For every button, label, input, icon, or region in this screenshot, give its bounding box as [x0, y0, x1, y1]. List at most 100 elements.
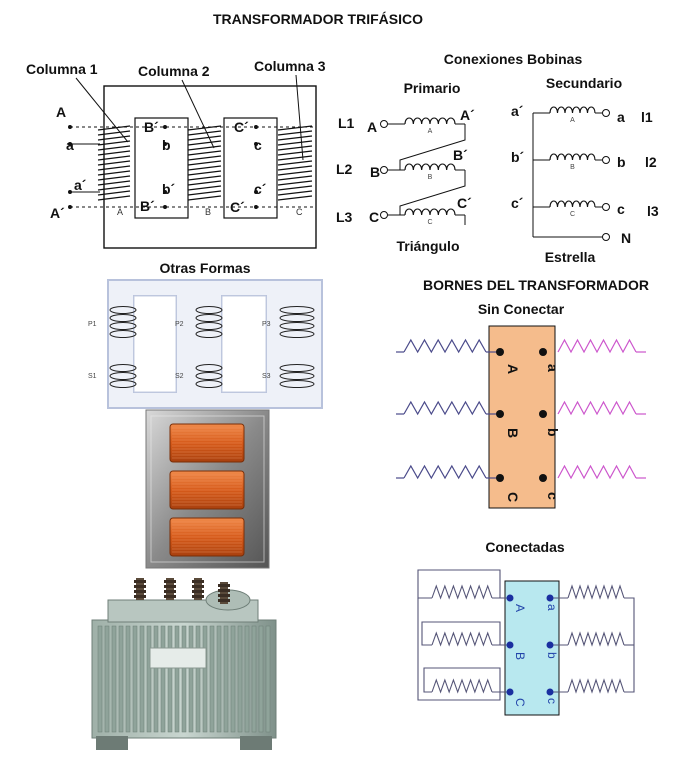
shell-coil-turn [109, 306, 137, 314]
conn-dot [546, 594, 554, 602]
primary-start-B: B [370, 164, 380, 180]
shell-coils [109, 306, 315, 388]
bushing-ring [218, 584, 230, 587]
tank-fins [97, 625, 271, 733]
board-label-c: c [545, 492, 561, 500]
shell-coil-turn [279, 322, 315, 330]
winding-turn [187, 150, 222, 156]
core-outer-frame [103, 85, 317, 249]
conn-label-A: A [513, 604, 527, 612]
bushing-ring [134, 580, 146, 583]
tank-fin [125, 625, 131, 733]
board-terminal-dot [496, 348, 504, 356]
pointer-column-2 [181, 79, 215, 149]
left-coil [403, 464, 487, 480]
shell-coil-turn [195, 372, 223, 380]
bushing-ring [164, 585, 176, 588]
board-label-B: B [505, 428, 521, 438]
shell-coil-turn [109, 330, 137, 338]
winding-turn [277, 185, 313, 191]
coil [404, 117, 456, 125]
conn-dot [546, 688, 554, 696]
left-coil [431, 584, 493, 600]
shell-coil-turn [195, 380, 223, 388]
tank-fin [223, 625, 229, 733]
label-P3: P3 [262, 321, 271, 328]
left-coil [431, 631, 493, 647]
core-shell-window-1 [133, 295, 177, 393]
winding-turn [97, 130, 131, 136]
other-forms: Otras Formas P1 P2 P3 S1 S2 S3 [88, 260, 323, 750]
shell-coil-turn [279, 306, 315, 314]
tank-fin [258, 625, 264, 733]
unconnected-title: Sin Conectar [478, 301, 565, 317]
line-L2: L2 [336, 161, 353, 177]
tank-fin [118, 625, 124, 733]
coil-connections: Conexiones Bobinas Primario Secundario A… [336, 51, 659, 265]
delta-wire [417, 569, 501, 599]
terminal-circle [380, 166, 388, 174]
bushing-ring [134, 590, 146, 593]
line-L3: L3 [336, 209, 353, 225]
bushings [134, 578, 230, 604]
bushing [166, 578, 174, 600]
secondary-end-c: c [617, 201, 625, 217]
winding-turn [277, 190, 313, 196]
winding-turn [187, 155, 222, 161]
winding-turn [97, 150, 131, 156]
coil [404, 208, 456, 216]
winding-turn [277, 165, 313, 171]
coil-label: B [428, 174, 433, 181]
bushing-ring [192, 590, 204, 593]
bushing-ring [218, 599, 230, 602]
coil [549, 106, 596, 114]
terminal-dot [68, 205, 72, 209]
tank-fin [139, 625, 145, 733]
winding-turn [277, 170, 313, 176]
winding-turn [187, 135, 222, 141]
winding-turn [97, 180, 131, 186]
winding-turn [187, 165, 222, 171]
conn-label-a: a [545, 604, 559, 611]
winding-column-1 [97, 125, 131, 201]
connected-terminal-dots [506, 594, 554, 696]
line-l1: l1 [641, 109, 653, 125]
terminal-B-prime: B´ [140, 198, 155, 214]
shell-coil-turn [109, 314, 137, 322]
shell-coil-turn [109, 372, 137, 380]
terminals-title: BORNES DEL TRANSFORMADOR [423, 277, 649, 293]
main-title: TRANSFORMADOR TRIFÁSICO [213, 11, 423, 27]
bushing-ring [218, 594, 230, 597]
terminal-dot [163, 125, 167, 129]
secondary-title: Secundario [546, 75, 622, 91]
primary-end-B: B´ [453, 147, 468, 163]
winding-turn [187, 145, 222, 151]
board-terminal-dot [496, 410, 504, 418]
board-terminal-dot [496, 474, 504, 482]
coil [549, 153, 596, 161]
right-coil [557, 338, 637, 354]
coil-label: A [570, 117, 575, 124]
left-coil [403, 338, 487, 354]
conn-label-C: C [513, 698, 527, 707]
terminal-circle [602, 109, 610, 117]
terminal-dot [163, 190, 167, 194]
terminal-circle [380, 120, 388, 128]
primary-coils: ABC [380, 117, 465, 226]
shell-coil-turn [279, 314, 315, 322]
terminal-c-prime: c´ [254, 181, 267, 197]
terminal-C-prime: C´ [230, 199, 245, 215]
board-terminal-dot [539, 410, 547, 418]
right-coil [567, 631, 625, 647]
line-l2: l2 [645, 154, 657, 170]
winding-turn [187, 140, 222, 146]
secondary-end-b: b [617, 154, 626, 170]
terminal-b: b [162, 137, 171, 153]
pointer-column-3 [295, 74, 304, 161]
other-forms-title: Otras Formas [159, 260, 250, 276]
column-letter-C: C [296, 207, 303, 217]
pointer-column-1 [75, 77, 129, 143]
bushing-ring [164, 590, 176, 593]
tank-fin [244, 625, 250, 733]
right-coil [567, 678, 625, 694]
